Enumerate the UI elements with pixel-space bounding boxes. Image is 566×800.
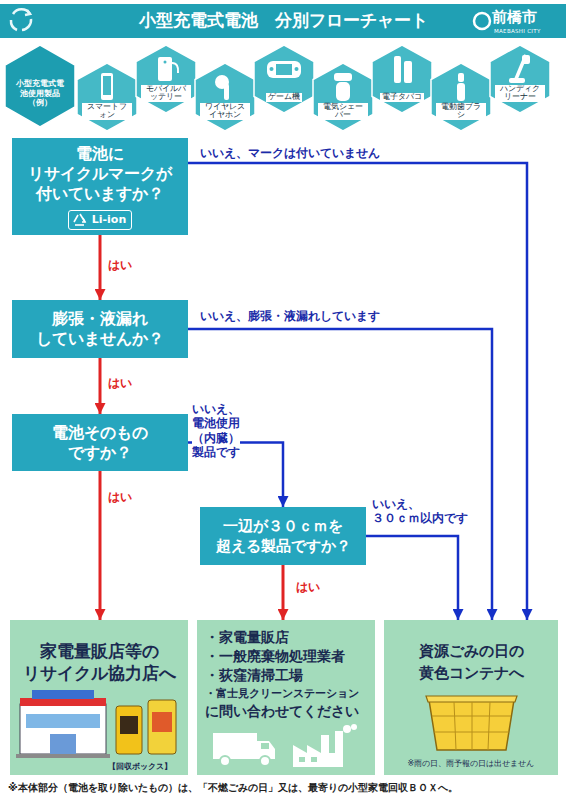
battery-mark-text: Li-ion (68, 210, 133, 230)
result-box: ・家電量販店・一般廃棄物処理業者・荻窪清掃工場・富士見クリーンステーションに問い… (197, 620, 375, 775)
hexagon-outline (195, 63, 255, 131)
category-hexagon: 小型充電式電池使用製品（例） (4, 44, 76, 128)
flow-connector (366, 536, 458, 620)
result-box: 家電量販店等の リサイクル協力店へ (10, 620, 188, 775)
ecig-icon (382, 53, 422, 85)
earphone-icon (205, 71, 245, 103)
node-text: ゲーム機 (266, 93, 302, 102)
edge-label: いいえ、 ３０ｃｍ以内です (372, 497, 468, 526)
product-hexagon: 電子タバコ (371, 44, 433, 114)
smartphone-icon (87, 71, 127, 103)
hexagon-outline (5, 45, 75, 127)
hexagon-outline (254, 45, 314, 113)
title-text: 小型充電式電池 分別フローチャート (60, 9, 506, 31)
node-text: 電動歯ブラシ (436, 103, 486, 120)
recycle-icon (11, 9, 31, 30)
title-band (0, 4, 566, 38)
store-and-boxes (10, 682, 188, 774)
node-text: ・家電量販店 (205, 628, 289, 647)
product-hexagon: 電気シェーバー (312, 62, 374, 132)
shaver-icon (323, 71, 363, 103)
yellow-container (384, 692, 558, 762)
recycle-mark (71, 212, 89, 228)
hexagon-outline (490, 45, 550, 113)
node-text: に問い合わせてください (205, 702, 359, 721)
decision-box: 電池に リサイクルマークが 付いていますか？ Li-ion (12, 138, 188, 235)
product-hexagon: ワイヤレスイヤホン (194, 62, 256, 132)
result-box: 資源ごみの日の 黄色コンテナへ ※雨の日、雨予報の日は出せません (384, 620, 558, 775)
decision-box: 膨張・液漏れ していませんか？ (12, 300, 188, 358)
hexagon-outline (77, 63, 137, 131)
hexagon-outline (136, 45, 196, 113)
flow-connector (188, 329, 492, 620)
product-hexagon: スマートフォン (76, 62, 138, 132)
toothbrush-icon (441, 71, 481, 103)
node-text: ワイヤレスイヤホン (200, 103, 250, 120)
decision-box: 電池そのもの ですか？ (12, 414, 188, 471)
edge-label: いいえ、マークは付いていません (200, 146, 380, 160)
edge-label: はい (296, 580, 320, 595)
node-text: ・一般廃棄物処理業者 (205, 647, 345, 666)
node-text: 電池そのもの ですか？ (52, 423, 148, 463)
flow-connector (99, 235, 102, 300)
node-text: スマートフォン (82, 103, 132, 120)
node-text: ・荻窪清掃工場 (205, 666, 303, 685)
game-icon (264, 53, 304, 85)
box-caption: 【回収ボックス】 (108, 761, 172, 772)
edge-label: はい (108, 490, 132, 505)
node-text: 電子タバコ (380, 93, 424, 102)
hexagon-outline (372, 45, 432, 113)
flow-connector (282, 565, 285, 620)
node-text: 電池に リサイクルマークが 付いていますか？ (28, 144, 172, 204)
edge-label: はい (108, 258, 132, 273)
logo-circle (474, 13, 490, 29)
node-text: 一辺が３０ｃｍを 超える製品ですか？ (216, 516, 351, 556)
battery-icon (146, 53, 186, 85)
node-text: 小型充電式電池使用製品（例） (14, 79, 66, 108)
product-hexagon: 電動歯ブラシ (430, 62, 492, 132)
flow-connector (188, 163, 527, 620)
edge-label: いいえ、 電池使用（内臓）製品です (192, 402, 240, 460)
node-text: モバイルバッテリー (141, 85, 191, 102)
product-hexagon: ハンディクリーナー (489, 44, 551, 114)
hexagon-outline (313, 63, 373, 131)
footnote: ※本体部分（電池を取り除いたもの）は、「不燃ごみの日」又は、最寄りの小型家電回収… (8, 781, 458, 795)
node-text: ・富士見クリーンステーション (205, 685, 359, 702)
edge-label: はい (108, 376, 132, 391)
hexagon-shape (371, 44, 433, 114)
node-text: 資源ごみの日の 黄色コンテナへ (419, 640, 524, 684)
edge-label: いいえ、膨張・液漏れしています (200, 309, 380, 323)
flow-connector (99, 358, 102, 414)
node-text: 電気シェーバー (318, 103, 368, 120)
product-hexagon: モバイルバッテリー (135, 44, 197, 114)
node-text: 膨張・液漏れ していませんか？ (36, 309, 164, 349)
product-hexagon: ゲーム機 (253, 44, 315, 114)
hexagon-shape (253, 44, 315, 114)
vacuum-icon (500, 53, 540, 85)
city-logo-sub: MAEBASHI CITY (494, 28, 541, 34)
node-text: ハンディクリーナー (495, 85, 545, 102)
hexagon-outline (431, 63, 491, 131)
city-logo: 前橋市 (492, 8, 537, 27)
decision-box: 一辺が３０ｃｍを 超える製品ですか？ (200, 507, 366, 565)
truck-and-factory (197, 723, 375, 771)
flow-connector (99, 471, 102, 620)
node-text: ※雨の日、雨予報の日は出せません (384, 758, 558, 769)
node-text: 家電量販店等の リサイクル協力店へ (23, 640, 176, 684)
